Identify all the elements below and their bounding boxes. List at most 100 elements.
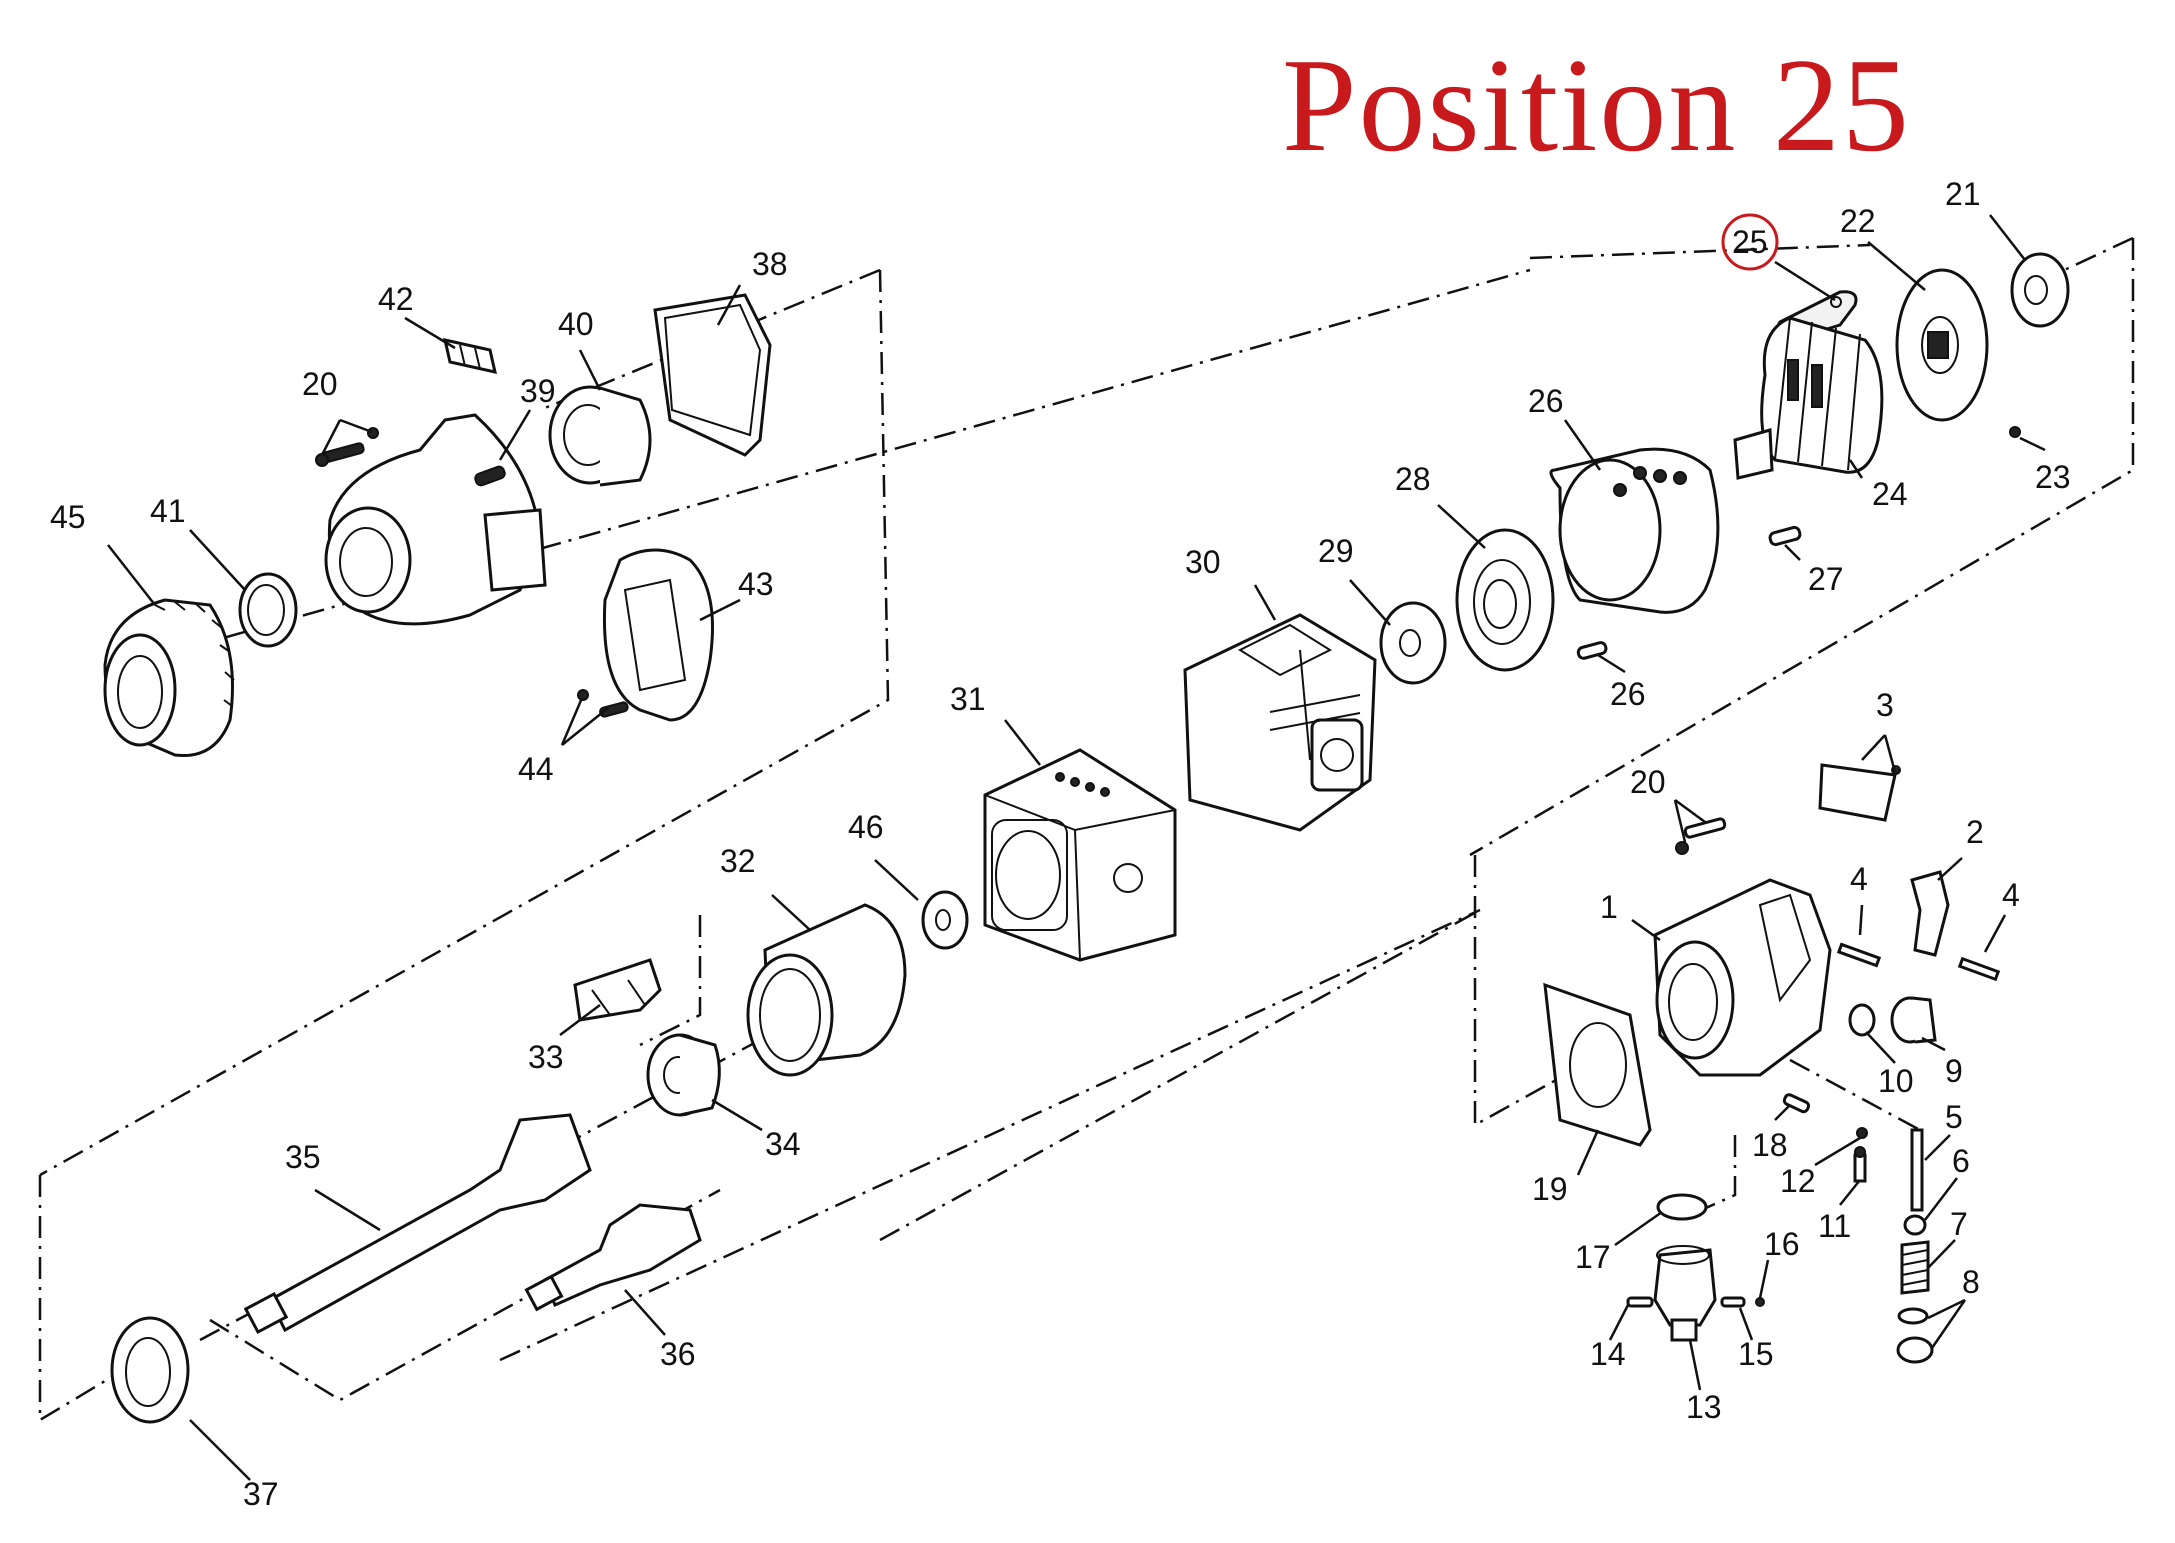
label-20-upper: 20 <box>302 366 338 402</box>
part-6[interactable] <box>1903 1214 1927 1236</box>
label-25: 25 <box>1732 224 1768 260</box>
label-20-lower: 20 <box>1630 764 1666 800</box>
label-17: 17 <box>1575 1239 1611 1275</box>
part-15[interactable] <box>1720 1296 1746 1308</box>
label-6: 6 <box>1952 1143 1970 1179</box>
label-32: 32 <box>720 843 756 879</box>
part-27[interactable] <box>1768 525 1802 547</box>
part-38[interactable] <box>653 293 772 457</box>
label-7: 7 <box>1950 1206 1968 1242</box>
part-18[interactable] <box>1782 1093 1811 1114</box>
label-39: 39 <box>520 373 556 409</box>
label-46: 46 <box>848 809 884 845</box>
part-34[interactable] <box>646 1033 721 1117</box>
part-4-b[interactable] <box>1957 956 2001 982</box>
part-12[interactable] <box>1856 1127 1868 1139</box>
leader-lines <box>107 214 2046 1481</box>
part-30[interactable] <box>1183 613 1377 832</box>
label-19: 19 <box>1532 1171 1568 1207</box>
label-23: 23 <box>2035 459 2071 495</box>
part-26-pin[interactable] <box>1576 641 1608 660</box>
part-8[interactable] <box>1896 1307 1934 1364</box>
part-22[interactable] <box>1895 268 1989 422</box>
part-11[interactable] <box>1853 1146 1867 1183</box>
label-10: 10 <box>1878 1063 1914 1099</box>
part-16[interactable] <box>1755 1297 1765 1307</box>
part-26-cylinder[interactable] <box>1549 447 1720 614</box>
part-4-a[interactable] <box>1836 942 1882 968</box>
part-39[interactable] <box>324 413 547 626</box>
part-20-upper[interactable] <box>315 427 379 467</box>
diagram-title: Position 25 <box>1282 31 1911 179</box>
label-27: 27 <box>1808 561 1844 597</box>
label-4a: 4 <box>1850 861 1868 897</box>
part-35[interactable] <box>243 1113 592 1335</box>
label-29: 29 <box>1318 533 1354 569</box>
label-9: 9 <box>1945 1053 1963 1089</box>
label-41: 41 <box>150 493 186 529</box>
label-21: 21 <box>1945 176 1981 212</box>
highlight-ring-25 <box>1721 213 1779 271</box>
label-24: 24 <box>1872 476 1908 512</box>
part-31[interactable] <box>983 748 1177 962</box>
part-3[interactable] <box>1818 763 1901 822</box>
part-9[interactable] <box>1890 996 1937 1044</box>
label-34: 34 <box>765 1126 801 1162</box>
part-42[interactable] <box>443 338 497 374</box>
label-37: 37 <box>243 1476 279 1512</box>
label-43: 43 <box>738 566 774 602</box>
label-26-upper: 26 <box>1528 383 1564 419</box>
label-13: 13 <box>1686 1389 1722 1425</box>
label-35: 35 <box>285 1139 321 1175</box>
part-5[interactable] <box>1910 1128 1924 1212</box>
label-45: 45 <box>50 499 86 535</box>
part-21[interactable] <box>2010 252 2070 328</box>
label-11: 11 <box>1818 1208 1851 1244</box>
label-38: 38 <box>752 246 788 282</box>
part-7[interactable] <box>1900 1240 1930 1295</box>
part-17[interactable] <box>1656 1193 1708 1221</box>
label-15: 15 <box>1738 1336 1774 1372</box>
part-20-lower[interactable] <box>1675 817 1727 855</box>
part-33[interactable] <box>573 958 662 1022</box>
label-28: 28 <box>1395 461 1431 497</box>
part-10[interactable] <box>1848 1003 1876 1037</box>
label-4b: 4 <box>2002 877 2020 913</box>
label-18: 18 <box>1752 1127 1788 1163</box>
part-40[interactable] <box>548 385 652 487</box>
label-8: 8 <box>1962 1264 1980 1300</box>
part-2[interactable] <box>1910 870 1950 957</box>
part-1[interactable] <box>1653 878 1832 1077</box>
part-29[interactable] <box>1379 601 1447 685</box>
part-13[interactable] <box>1653 1245 1717 1342</box>
part-43[interactable] <box>602 548 714 722</box>
label-40: 40 <box>558 306 594 342</box>
part-41[interactable] <box>238 572 298 648</box>
part-37[interactable] <box>110 1316 190 1424</box>
label-30: 30 <box>1185 544 1221 580</box>
part-36[interactable] <box>524 1203 702 1312</box>
part-labels: 1 2 3 4 4 5 6 7 8 9 10 11 12 13 14 15 16… <box>50 176 2071 1512</box>
part-28[interactable] <box>1455 528 1555 672</box>
part-32[interactable] <box>746 903 907 1077</box>
label-26-lower: 26 <box>1610 676 1646 712</box>
label-14: 14 <box>1590 1336 1626 1372</box>
label-44: 44 <box>518 751 554 787</box>
label-22: 22 <box>1840 203 1876 239</box>
part-23[interactable] <box>2009 426 2021 438</box>
part-19[interactable] <box>1543 982 1652 1147</box>
label-1: 1 <box>1600 889 1618 925</box>
part-45[interactable] <box>103 598 235 758</box>
label-42: 42 <box>378 281 414 317</box>
label-3: 3 <box>1876 687 1894 723</box>
part-14[interactable] <box>1626 1296 1654 1308</box>
part-46[interactable] <box>921 890 969 950</box>
label-2: 2 <box>1966 814 1984 850</box>
label-12: 12 <box>1780 1163 1816 1199</box>
label-16: 16 <box>1764 1226 1800 1262</box>
part-24[interactable] <box>1733 316 1884 480</box>
label-36: 36 <box>660 1336 696 1372</box>
label-33: 33 <box>528 1039 564 1075</box>
